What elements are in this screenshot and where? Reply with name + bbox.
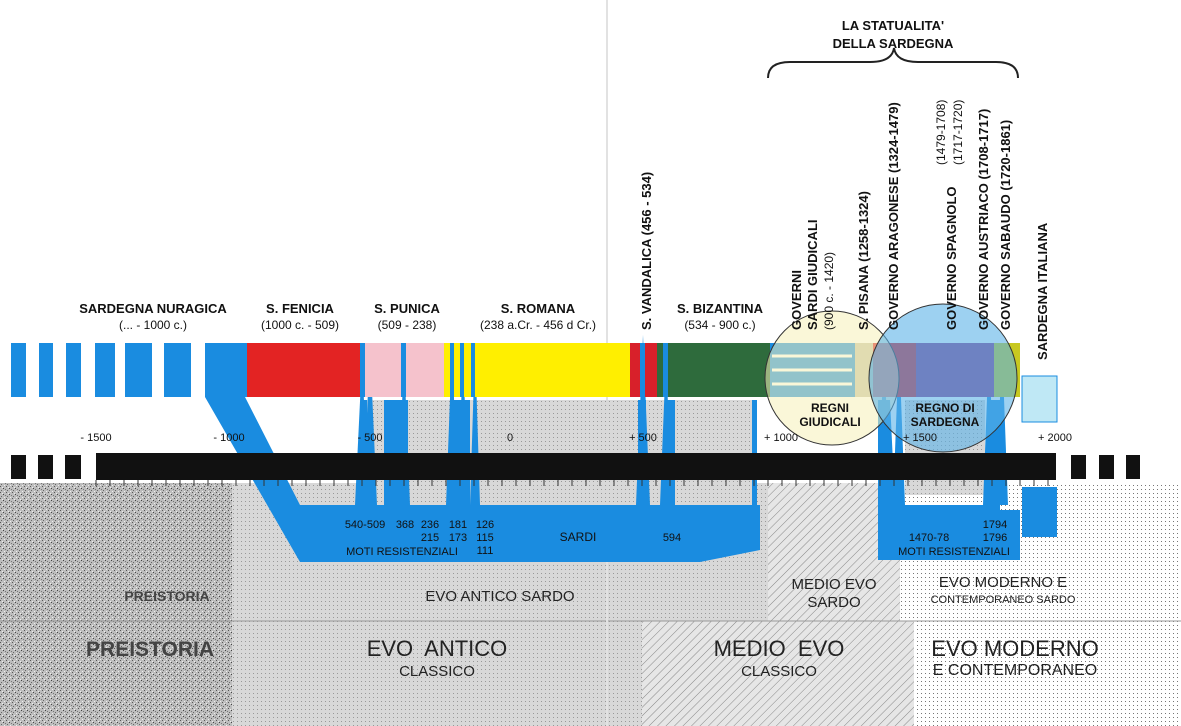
moti-date: 215 — [421, 532, 439, 544]
nuragica-dates: (... - 1000 c.) — [119, 318, 187, 332]
nuragica-block-1 — [11, 343, 26, 397]
nuragica-block-5 — [125, 343, 152, 397]
era-classic-moderno-bg — [914, 621, 1181, 726]
era-sardo-medio-1: MEDIO EVO — [791, 576, 876, 593]
bar-markers — [360, 343, 668, 397]
era-classic-preistoria-bg — [0, 621, 232, 726]
tick-label: - 1500 — [80, 432, 111, 444]
romana-name: S. ROMANA — [501, 301, 576, 316]
era-classic-medio-bg — [642, 621, 914, 726]
nuragica-block-2 — [39, 343, 53, 397]
regni-giudicali-label-1: REGNI — [811, 401, 849, 415]
nuragica-block-6 — [164, 343, 191, 397]
moti-date: 1794 — [983, 519, 1007, 531]
era-sardo-antico: EVO ANTICO SARDO — [425, 588, 574, 605]
spagnolo-dates-1: (1479-1708) — [934, 100, 948, 165]
nuragica-block-4 — [95, 343, 115, 397]
regno-sardegna-circle — [868, 303, 1018, 453]
nuragica-block-7 — [205, 343, 247, 397]
sardi-label: SARDI — [560, 530, 597, 544]
tick-label: + 1500 — [903, 432, 937, 444]
tick-label: - 1000 — [213, 432, 244, 444]
era-classic-antico-1: EVO ANTICO — [367, 636, 508, 661]
fenicia-dates: (1000 c. - 509) — [261, 318, 339, 332]
regno-sardegna-label-2: SARDEGNA — [911, 415, 980, 429]
punica-dates: (509 - 238) — [378, 318, 437, 332]
axis-main-bar — [96, 453, 1056, 480]
nuragica-block-3 — [66, 343, 81, 397]
moti-date: 594 — [663, 532, 681, 544]
moti-label-right: MOTI RESISTENZIALI — [898, 546, 1010, 558]
moti-label-left: MOTI RESISTENZIALI — [346, 546, 458, 558]
moti-date: 1470-78 — [909, 532, 949, 544]
sabaudo-label: GOVERNO SABAUDO (1720-1861) — [998, 120, 1013, 330]
moti-date: 1796 — [983, 532, 1007, 544]
era-classic-antico-bg — [232, 621, 642, 726]
axis-end-right-1 — [1071, 455, 1086, 479]
moti-date: 173 — [449, 532, 467, 544]
moti-date: 115 — [476, 532, 494, 544]
vandalica-label: S. VANDALICA (456 - 534) — [639, 172, 654, 330]
axis-end-left-3 — [65, 455, 81, 479]
bizantina-band — [657, 343, 770, 397]
spagnolo-dates-2: (1717-1720) — [951, 100, 965, 165]
nuragica-name: SARDEGNA NURAGICA — [79, 301, 227, 316]
axis-end-left-1 — [11, 455, 26, 479]
statualita-title-2: DELLA SARDEGNA — [833, 36, 954, 51]
moti-date: 181 — [449, 519, 467, 531]
statualita-bracket — [767, 47, 1019, 79]
regni-giudicali-label-2: GIUDICALI — [799, 415, 860, 429]
era-classic-medio-2: CLASSICO — [741, 663, 817, 680]
punica-name: S. PUNICA — [374, 301, 440, 316]
tick-label: - 500 — [357, 432, 382, 444]
giudicali-label-2: SARDI GIUDICALI — [805, 220, 820, 331]
tick-label: + 500 — [629, 432, 657, 444]
era-classic-antico-2: CLASSICO — [399, 663, 475, 680]
moti-date: 126 — [476, 519, 494, 531]
era-classic-moderno-2: E CONTEMPORANEO — [933, 662, 1097, 679]
era-sardo-moderno-2: CONTEMPORANEO SARDO — [931, 594, 1076, 606]
romana-dates: (238 a.Cr. - 456 d Cr.) — [480, 318, 596, 332]
tick-label: 0 — [507, 432, 513, 444]
era-classic-moderno-1: EVO MODERNO — [931, 636, 1098, 661]
aragonese-label: GOVERNO ARAGONESE (1324-1479) — [886, 102, 901, 330]
bizantina-dates: (534 - 900 c.) — [684, 318, 755, 332]
era-sardo-preistoria: PREISTORIA — [124, 588, 209, 604]
spagnolo-label: GOVERNO SPAGNOLO — [944, 187, 959, 331]
regno-sardegna-label-1: REGNO DI — [915, 401, 974, 415]
tick-label: + 2000 — [1038, 432, 1072, 444]
moti-date: 368 — [396, 519, 414, 531]
austriaco-label: GOVERNO AUSTRIACO (1708-1717) — [976, 109, 991, 330]
bizantina-name: S. BIZANTINA — [677, 301, 764, 316]
italiana-box — [1021, 375, 1058, 423]
era-sardo-moderno-1: EVO MODERNO E — [939, 574, 1067, 591]
axis-end-right-2 — [1099, 455, 1114, 479]
era-sardo-medio-2: SARDO — [807, 594, 860, 611]
moti-date: 540-509 — [345, 519, 385, 531]
moti-date: 236 — [421, 519, 439, 531]
italiana-label: SARDEGNA ITALIANA — [1035, 222, 1050, 360]
axis-minor-ticks — [95, 480, 1049, 486]
era-sardo-preistoria-bg — [0, 483, 232, 621]
axis-end-right-3 — [1126, 455, 1140, 479]
fenicia-band — [247, 343, 364, 397]
axis-end-left-2 — [38, 455, 53, 479]
statualita-title-1: LA STATUALITA' — [842, 18, 944, 33]
tick-label: + 1000 — [764, 432, 798, 444]
timeline-axis — [11, 453, 1140, 486]
era-classic-preistoria: PREISTORIA — [86, 638, 214, 661]
giudicali-label-3: (900 c. - 1420) — [822, 252, 836, 330]
era-classic-medio-1: MEDIO EVO — [714, 636, 845, 661]
pisana-label: S. PISANA (1258-1324) — [856, 191, 871, 330]
fenicia-name: S. FENICIA — [266, 301, 335, 316]
era-band-classic — [0, 621, 1181, 726]
moti-date: 111 — [477, 545, 494, 557]
giudicali-label-1: GOVERNI — [789, 270, 804, 330]
